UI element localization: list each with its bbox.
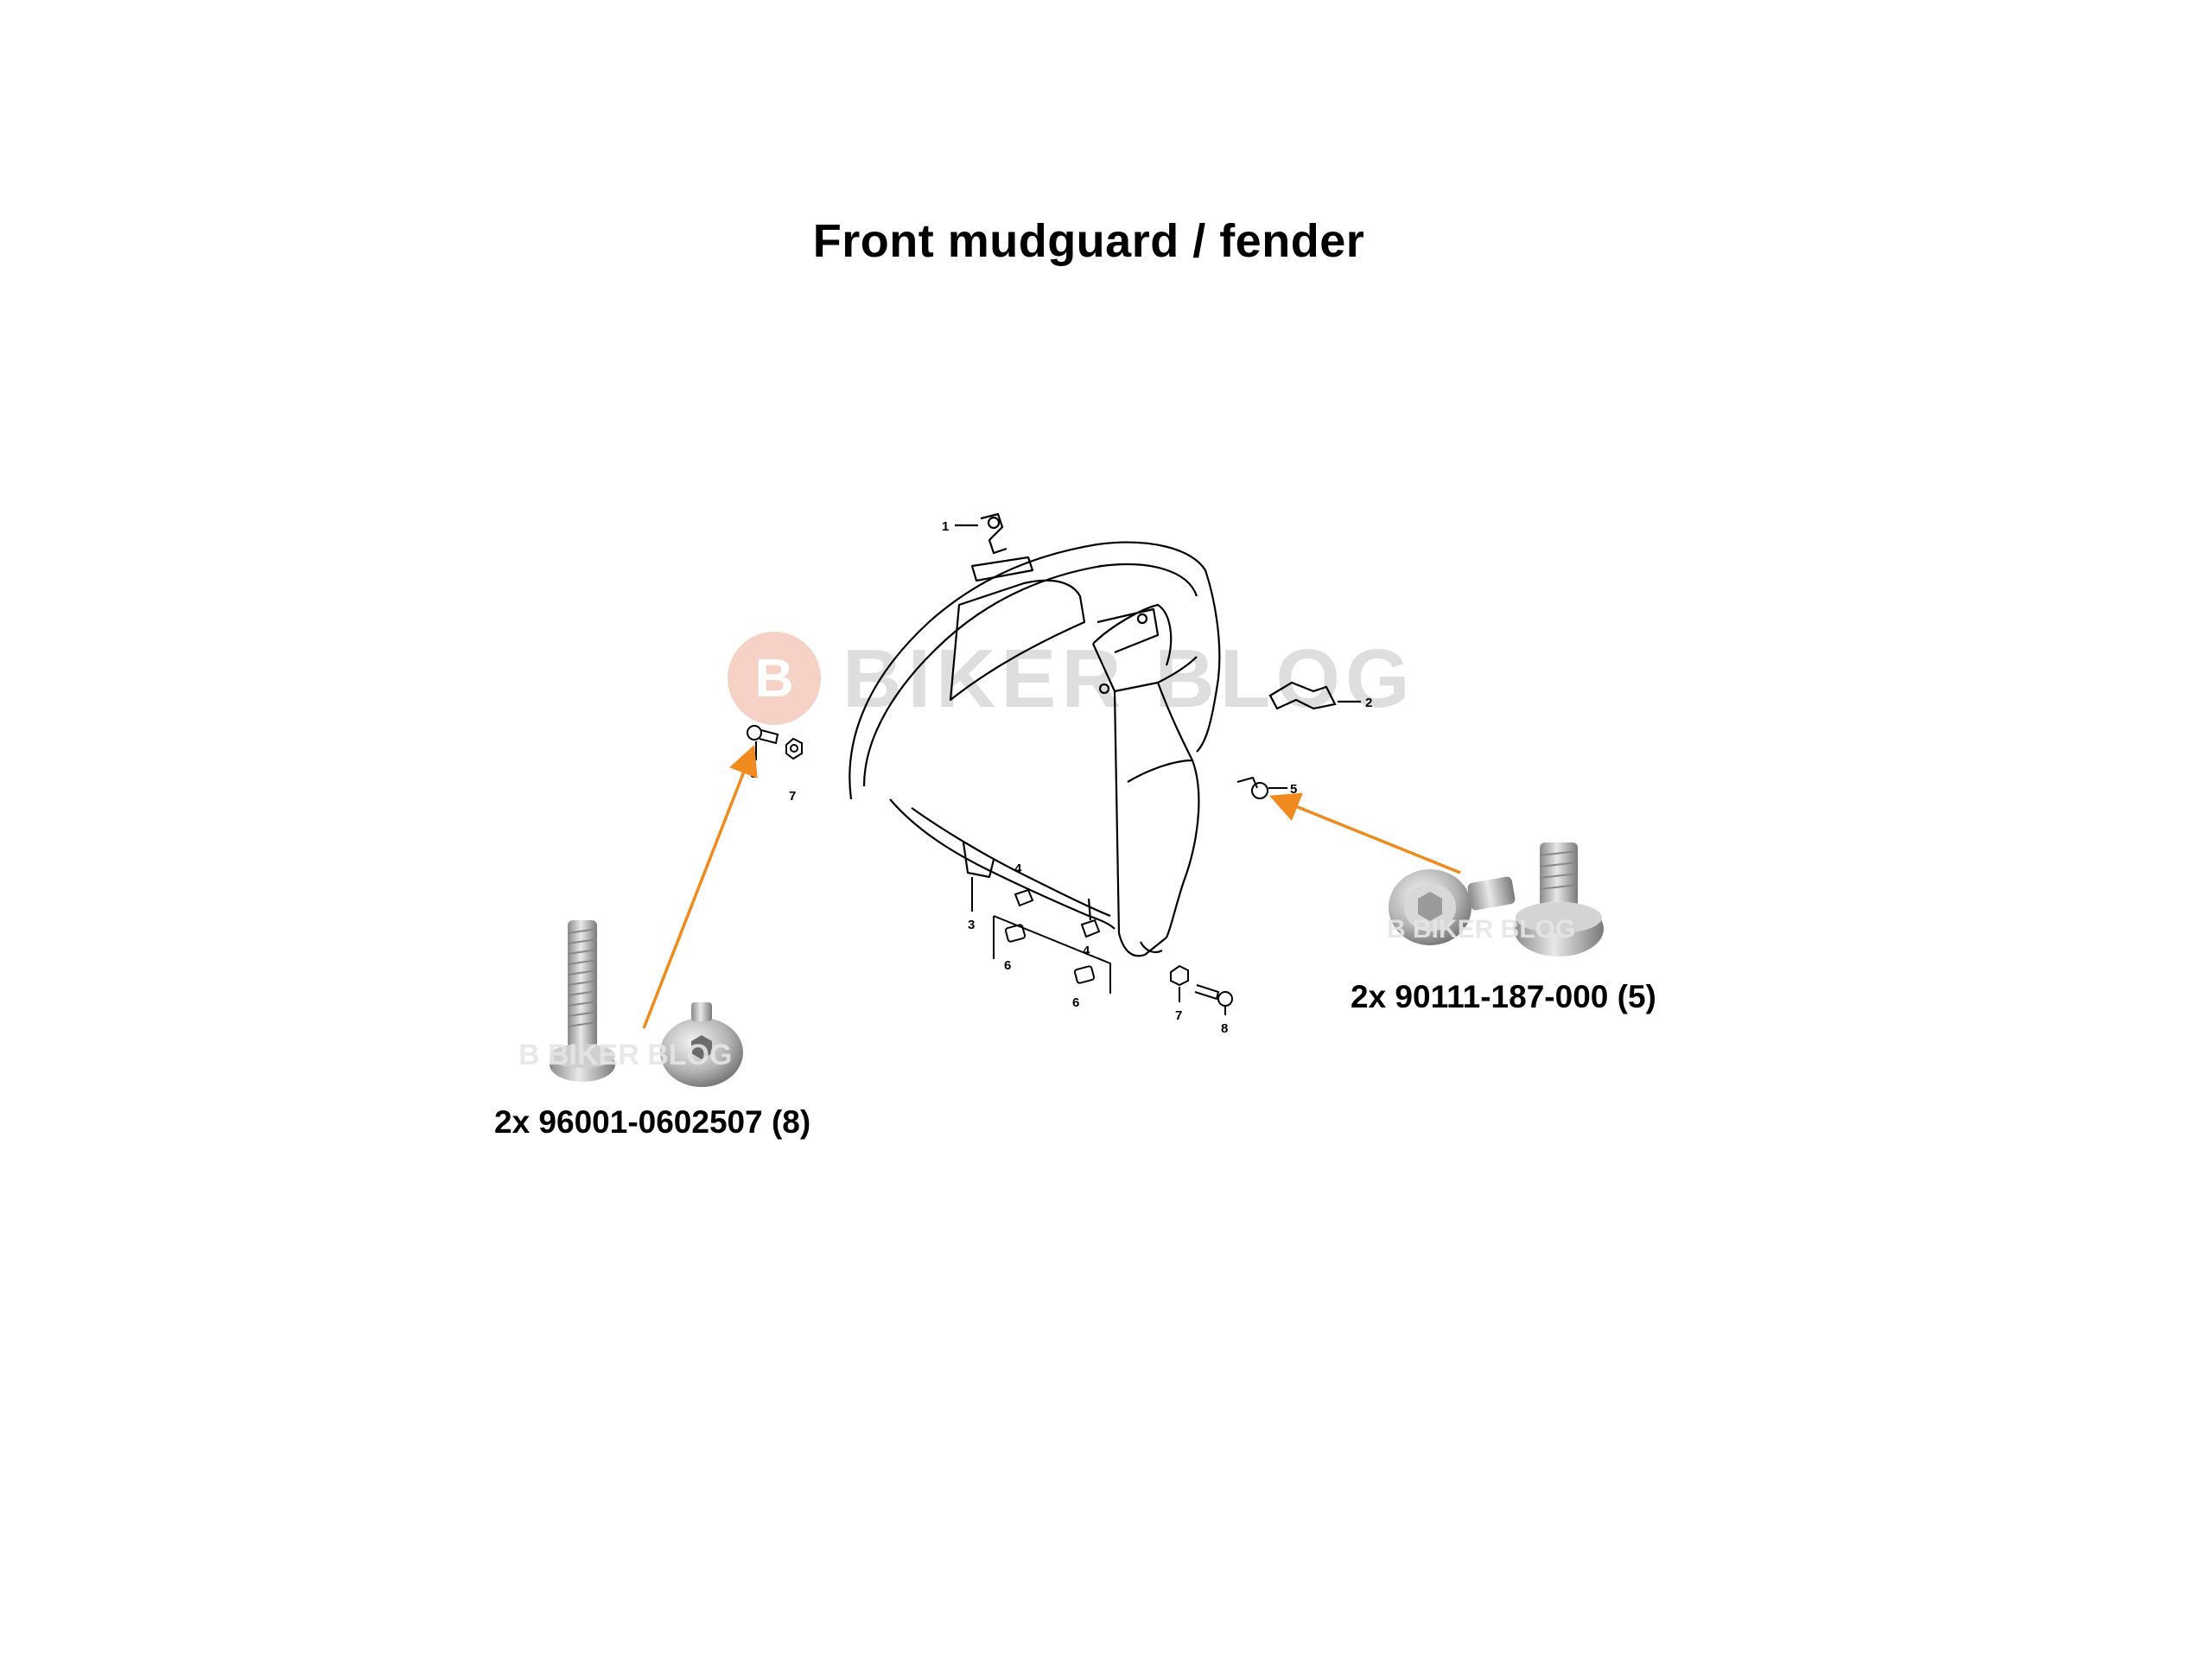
bracket-part-1 bbox=[955, 512, 1007, 555]
fender-outline bbox=[849, 541, 1221, 957]
callout-5: 5 bbox=[1290, 782, 1297, 797]
callout-7-right: 7 bbox=[1175, 1008, 1182, 1023]
bolt-part-8-left bbox=[747, 725, 779, 760]
svg-text:B: B bbox=[755, 649, 794, 709]
arrow-to-part-5 bbox=[1269, 792, 1461, 874]
callout-7-left: 7 bbox=[789, 789, 796, 804]
callout-6-b: 6 bbox=[1072, 995, 1079, 1010]
bolt-part-5 bbox=[1236, 776, 1287, 799]
part-label-90111: 2x 90111-187-000 (5) bbox=[1351, 979, 1656, 1014]
bolt-part-8-right bbox=[1194, 984, 1233, 1015]
arrow-to-part-8 bbox=[642, 744, 758, 1029]
callout-3: 3 bbox=[968, 918, 975, 932]
callout-4-a: 4 bbox=[1014, 861, 1022, 876]
nut-part-7-right bbox=[1170, 964, 1189, 1002]
bolt-photo-96001: B BIKER BLOG bbox=[518, 920, 743, 1087]
page-title: Front mudguard / fender bbox=[812, 215, 1365, 267]
bolt-photo-watermark-right: B BIKER BLOG bbox=[1387, 915, 1575, 944]
grommet-part-4 bbox=[1014, 888, 1101, 938]
callout-6-a: 6 bbox=[1004, 958, 1011, 973]
callout-8-right: 8 bbox=[1221, 1021, 1228, 1036]
bracket-part-2 bbox=[1268, 681, 1361, 710]
watermark: B BIKER BLOG bbox=[728, 632, 1410, 725]
bolt-photo-90111: B BIKER BLOG bbox=[1387, 842, 1604, 957]
callout-4-b: 4 bbox=[1083, 944, 1090, 958]
part-label-96001: 2x 96001-0602507 (8) bbox=[494, 1104, 811, 1140]
callout-1: 1 bbox=[942, 519, 949, 534]
collar-part-6 bbox=[993, 915, 1111, 994]
callout-2: 2 bbox=[1365, 696, 1372, 710]
bolt-photo-watermark: B BIKER BLOG bbox=[518, 1039, 732, 1071]
callout-8-left: 8 bbox=[750, 766, 757, 781]
nut-part-7-left bbox=[785, 737, 803, 760]
